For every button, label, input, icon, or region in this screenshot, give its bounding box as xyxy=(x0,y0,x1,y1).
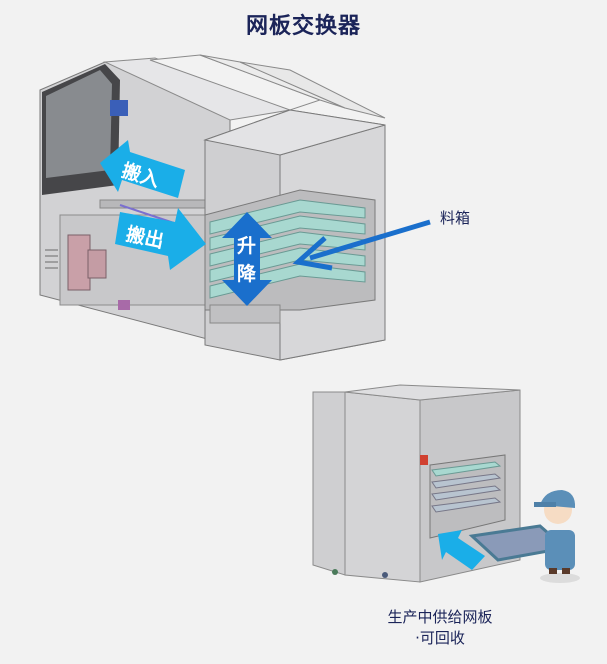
bin-pointer-arrow xyxy=(292,219,431,271)
lift-arrow: 升 降 xyxy=(222,212,272,306)
storage-bin-shelves xyxy=(209,199,366,299)
lift-down-label: 降 xyxy=(237,262,257,285)
load-out-arrow: 搬出 xyxy=(115,208,206,270)
page-title: 网板交换器 xyxy=(245,14,361,39)
lift-up-label: 升 xyxy=(237,235,256,257)
caption-line-2: ·可回收 xyxy=(415,629,465,647)
worker-figure xyxy=(534,490,580,583)
machine-left-module xyxy=(39,57,292,346)
caption-line-1: 生产中供给网板 xyxy=(387,608,493,626)
lower-bracket xyxy=(209,304,281,324)
machine-roof xyxy=(149,54,386,119)
insert-arrow xyxy=(438,530,485,570)
bin-label: 料箱 xyxy=(440,209,471,227)
